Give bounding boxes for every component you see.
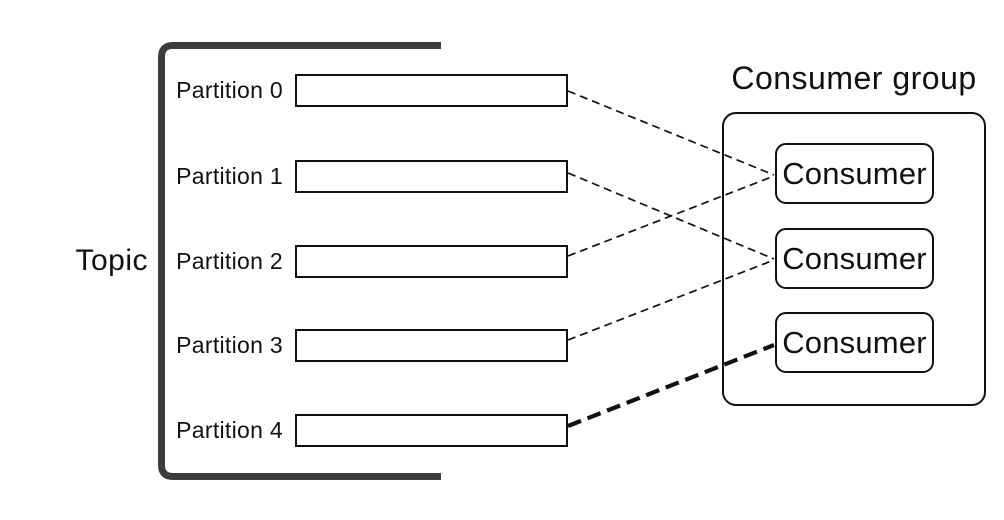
- partition-1-label: Partition 1: [176, 163, 283, 189]
- consumer-1-label: Consumer: [782, 155, 927, 191]
- partition-1-box: [295, 160, 568, 193]
- consumer-2-label: Consumer: [782, 240, 927, 276]
- topic-label: Topic: [75, 244, 148, 277]
- consumer-2-box: Consumer: [775, 228, 934, 289]
- partition-4-box: [295, 414, 568, 447]
- partition-0-label: Partition 0: [176, 77, 283, 103]
- partition-0-box: [295, 74, 568, 107]
- partition-3-label: Partition 3: [176, 332, 283, 358]
- consumer-1-box: Consumer: [775, 143, 934, 204]
- partition-2-box: [295, 245, 568, 278]
- partition-3-box: [295, 329, 568, 362]
- partition-2-label: Partition 2: [176, 248, 283, 274]
- consumer-group-box: Consumer Consumer Consumer: [722, 112, 986, 406]
- consumer-group-title: Consumer group: [731, 60, 977, 96]
- consumer-3-box: Consumer: [775, 312, 934, 373]
- consumer-3-label: Consumer: [782, 324, 927, 360]
- partition-4-label: Partition 4: [176, 417, 283, 443]
